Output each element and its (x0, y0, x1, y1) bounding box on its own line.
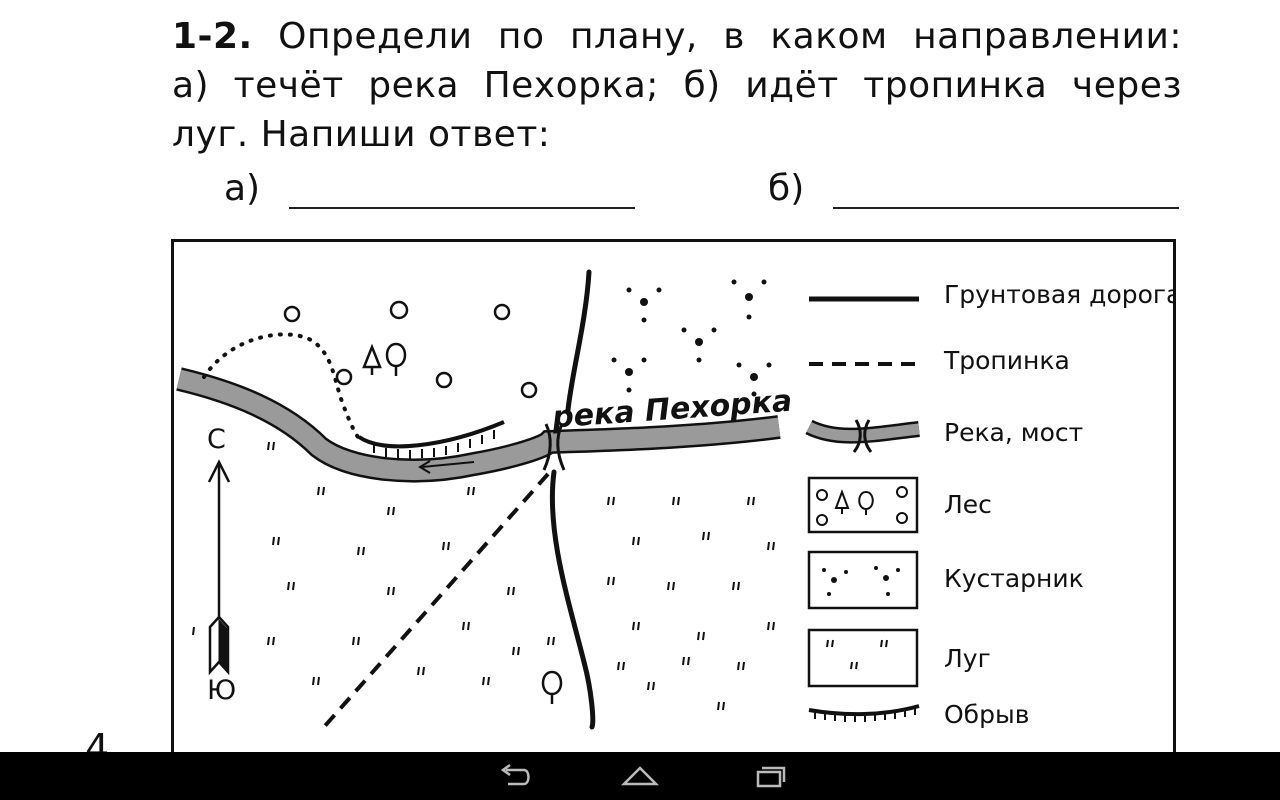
legend-forest-label: Лес (944, 490, 992, 519)
recent-apps-icon (756, 766, 786, 788)
legend-river-bridge-label: Река, мост (944, 418, 1084, 447)
legend-meadow-label: Луг (944, 644, 991, 673)
task-line-2: а) течёт река Пехорка; б) идёт тропинка … (172, 65, 1182, 106)
map-plan: река Пехорка С Ю Грунтовая дорога Тропин… (171, 239, 1176, 759)
legend-dirt-road-label: Грунтовая дорога (944, 280, 1176, 309)
answer-a-label: а) (224, 168, 261, 209)
compass-arrow (207, 459, 231, 676)
legend-cliff-label: Обрыв (944, 700, 1030, 729)
answer-a-field[interactable] (289, 207, 635, 209)
map-drawing (176, 269, 920, 730)
legend-shrub-symbol (807, 550, 919, 610)
answer-b-field[interactable] (833, 207, 1179, 209)
legend-forest-symbol (807, 476, 919, 534)
back-button[interactable] (494, 760, 534, 792)
meadow-marks (192, 441, 775, 711)
legend-meadow-symbol (807, 628, 919, 688)
legend-cliff-symbol (808, 704, 920, 722)
meadow-path (322, 472, 550, 729)
legend-shrub-label: Кустарник (944, 564, 1084, 593)
flow-arrow (418, 460, 475, 474)
back-icon (500, 763, 530, 786)
compass-south-label: Ю (207, 675, 237, 706)
task-line-3: луг. Напиши ответ: (172, 114, 551, 155)
forest-edge (202, 332, 362, 442)
legend-symbols (805, 296, 920, 722)
cliff (357, 420, 505, 459)
task-number: 1-2. (172, 16, 253, 57)
android-navigation-bar (0, 752, 1280, 800)
bridge (542, 423, 566, 471)
shrubs (611, 279, 772, 397)
task-text: 1-2. Определи по плану, в каком направле… (172, 12, 1182, 159)
home-button[interactable] (620, 760, 660, 792)
legend-path-label: Тропинка (944, 346, 1070, 375)
legend-river-bridge-symbol (805, 419, 920, 453)
recent-apps-button[interactable] (750, 760, 790, 792)
home-icon (620, 766, 660, 786)
compass-north-label: С (207, 424, 226, 455)
task-line-1: 1-2. Определи по плану, в каком направле… (172, 16, 1182, 57)
answer-b-label: б) (768, 168, 805, 209)
dirt-road (549, 269, 596, 730)
forest-trees (283, 300, 563, 704)
